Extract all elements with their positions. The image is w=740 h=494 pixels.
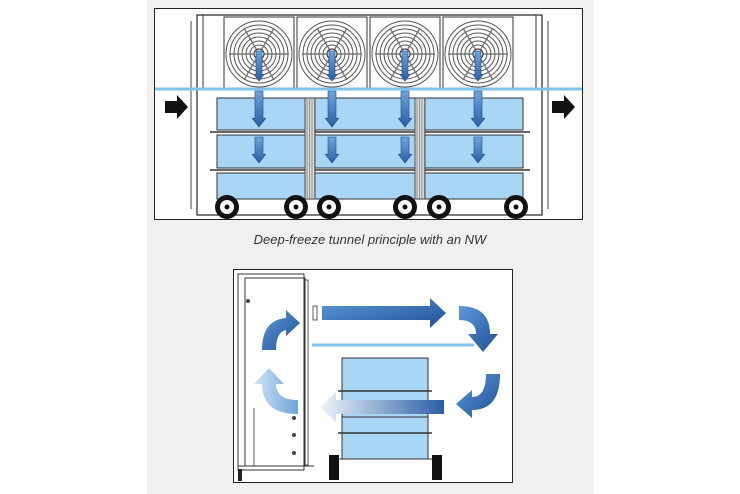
curved-arrow-icon bbox=[254, 368, 298, 414]
down-arrow-icon bbox=[470, 90, 486, 128]
wheel-icon bbox=[317, 195, 341, 219]
down-arrow-icon bbox=[253, 50, 265, 82]
wheel-icon bbox=[504, 195, 528, 219]
down-arrow-icon bbox=[251, 136, 267, 164]
airflow-arrows bbox=[251, 50, 486, 164]
curved-arrow-icon bbox=[262, 310, 300, 350]
tray bbox=[341, 357, 429, 392]
right-arrow-icon bbox=[552, 95, 575, 119]
fan-unit-cabinet bbox=[237, 273, 318, 481]
down-arrow-icon bbox=[472, 50, 484, 82]
grille-columns bbox=[304, 97, 426, 200]
right-arrow-icon bbox=[165, 95, 188, 119]
wheel-icon bbox=[427, 195, 451, 219]
straight-arrow-icon bbox=[320, 392, 444, 422]
curved-arrow-icon bbox=[456, 374, 500, 418]
down-arrow-icon bbox=[397, 136, 413, 164]
wheel-row bbox=[215, 195, 528, 219]
tray-bottom bbox=[216, 172, 524, 200]
wheel-icon bbox=[393, 195, 417, 219]
tray bbox=[341, 416, 429, 434]
tunnel-freezer-diagram bbox=[154, 8, 583, 220]
wheel-icon bbox=[284, 195, 308, 219]
tray bbox=[341, 432, 429, 460]
tray-stack bbox=[210, 97, 530, 200]
tray-middle bbox=[216, 134, 524, 169]
curved-arrow-icon bbox=[459, 306, 498, 352]
tray-top bbox=[216, 97, 524, 131]
trolley bbox=[329, 357, 442, 480]
wheel-icon bbox=[329, 455, 339, 480]
grille-column bbox=[414, 97, 426, 200]
wheel-icon bbox=[432, 455, 442, 480]
down-arrow-icon bbox=[470, 136, 486, 164]
down-arrow-icon bbox=[397, 90, 413, 128]
wheel-icon bbox=[215, 195, 239, 219]
grille-column bbox=[304, 97, 316, 200]
tunnel-freezer-svg bbox=[155, 14, 582, 219]
side-view-svg bbox=[237, 273, 500, 481]
down-arrow-icon bbox=[326, 50, 338, 82]
figure-caption: Deep-freeze tunnel principle with an NW bbox=[253, 232, 487, 247]
down-arrow-icon bbox=[324, 136, 340, 164]
down-arrow-icon bbox=[399, 50, 411, 82]
fan-icon bbox=[223, 16, 295, 90]
down-arrow-icon bbox=[251, 90, 267, 128]
down-arrow-icon bbox=[324, 90, 340, 128]
fan-row bbox=[223, 16, 514, 90]
straight-arrow-icon bbox=[322, 298, 446, 328]
side-view-diagram bbox=[233, 269, 513, 483]
